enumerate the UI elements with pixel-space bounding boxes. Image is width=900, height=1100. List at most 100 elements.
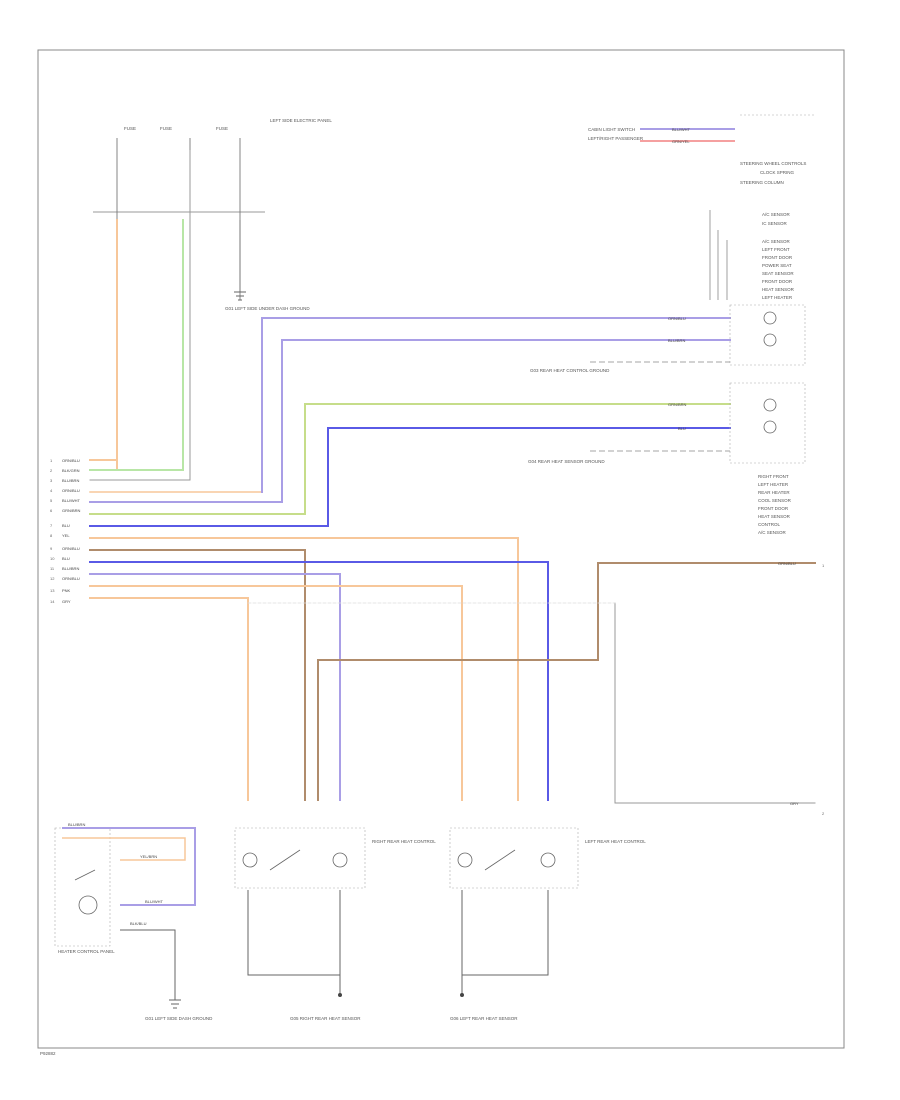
wire-row-13 (89, 597, 249, 801)
left-rear-lamp-2 (540, 852, 556, 868)
right-rear-heat-control: RIGHT REAR HEAT CONTROL G05 RIGHT REAR H… (234, 827, 436, 1021)
sensor-lamp-2 (763, 333, 777, 347)
svg-text:ORN/BLU: ORN/BLU (668, 316, 686, 321)
svg-text:LEFT HEATER: LEFT HEATER (762, 295, 793, 300)
sensor-lamp-1 (763, 311, 777, 325)
ground-bottom-1-label: G01 LEFT SIDE DASH GROUND (145, 1016, 213, 1021)
svg-text:1: 1 (50, 458, 53, 463)
svg-text:BLU/BRN: BLU/BRN (62, 566, 79, 571)
wire-row-5 (89, 339, 731, 503)
svg-text:CONTROL: CONTROL (758, 522, 780, 527)
left-rear-lamp-1 (457, 852, 473, 868)
wire-harness (89, 219, 816, 804)
heater-panel-label: HEATER CONTROL PANEL (58, 949, 115, 954)
wire-gray-output (614, 602, 816, 804)
svg-text:BLU: BLU (62, 556, 70, 561)
svg-text:9: 9 (50, 546, 53, 551)
svg-text:13: 13 (50, 588, 55, 593)
svg-text:YEL: YEL (62, 533, 70, 538)
svg-text:YEL/BRN: YEL/BRN (140, 854, 157, 859)
wire-row-11 (89, 573, 341, 801)
steering-controls-label: STEERING WHEEL CONTROLS (740, 161, 806, 166)
heater-wire-orange (62, 837, 186, 861)
heater-control-panel: BLU/BRN YEL/BRN BLU/WHT BLK/BLU HEATER C… (54, 822, 213, 1021)
fuse-label-2: FUSE (160, 126, 172, 131)
svg-text:14: 14 (50, 599, 55, 604)
right-rear-module-box (234, 827, 366, 889)
wire-row-12 (89, 585, 463, 801)
left-rear-switch (484, 849, 516, 871)
ground-bottom-2-label: G05 RIGHT REAR HEAT SENSOR (290, 1016, 361, 1021)
svg-text:ORN/BLU: ORN/BLU (62, 458, 80, 463)
footer-code: P92882 (40, 1051, 56, 1056)
sensor-lamp-3 (763, 398, 777, 412)
right-output-tag: ORN/BLU (778, 561, 796, 566)
ground-symbol-bottom-1 (169, 999, 181, 1009)
left-rear-module-label: LEFT REAR HEAT CONTROL (585, 839, 646, 844)
left-rear-heat-control: LEFT REAR HEAT CONTROL G06 LEFT REAR HEA… (449, 827, 646, 1021)
sensor-connector-upper (729, 304, 806, 366)
wire-brown-output (317, 562, 816, 801)
right-rear-lamp-1 (242, 852, 258, 868)
right-rear-lamp-2 (332, 852, 348, 868)
svg-text:SEAT SENSOR: SEAT SENSOR (762, 271, 794, 276)
svg-text:BLU/WHT: BLU/WHT (672, 127, 691, 132)
svg-text:POWER SEAT: POWER SEAT (762, 263, 792, 268)
ground-upper-label: G01 LEFT SIDE UNDER DASH GROUND (225, 306, 310, 311)
svg-text:BLU/BRN: BLU/BRN (668, 338, 685, 343)
ground-point-3 (460, 993, 464, 997)
svg-text:BLU/BRN: BLU/BRN (68, 822, 85, 827)
svg-text:8: 8 (50, 533, 53, 538)
rear-sensor-group: A/C SENSOR IC SENSOR A/C SENSOR LEFT FRO… (528, 210, 825, 816)
svg-text:GRN/YEL: GRN/YEL (672, 139, 690, 144)
wire-row-9 (89, 549, 306, 801)
wire-row-8 (89, 537, 519, 801)
right-rear-module-label: RIGHT REAR HEAT CONTROL (372, 839, 436, 844)
svg-text:ORN/BLU: ORN/BLU (62, 546, 80, 551)
svg-text:RIGHT FRONT: RIGHT FRONT (758, 474, 789, 479)
svg-text:FRONT DOOR: FRONT DOOR (758, 506, 789, 511)
wire-row-7 (89, 427, 731, 527)
svg-text:STEERING COLUMN: STEERING COLUMN (740, 180, 784, 185)
upper-left-fuse-group: FUSE FUSE FUSE LEFT SIDE ELECTRIC PANEL … (93, 118, 332, 480)
svg-text:BLU: BLU (678, 426, 686, 431)
ground-symbol-upper (234, 291, 246, 301)
sensor-lamp-4 (763, 420, 777, 434)
svg-text:LEFT HEATER: LEFT HEATER (758, 482, 789, 487)
svg-text:5: 5 (50, 498, 53, 503)
heater-panel-box (54, 827, 111, 947)
heater-wire-violet (62, 827, 196, 906)
svg-text:7: 7 (50, 523, 53, 528)
svg-text:IC SENSOR: IC SENSOR (762, 221, 788, 226)
ground-mid-2-label: G04 REAR HEAT SENSOR GROUND (528, 459, 605, 464)
svg-text:11: 11 (50, 566, 55, 571)
svg-text:A/C SENSOR: A/C SENSOR (762, 212, 791, 217)
heater-panel-switch (74, 869, 96, 881)
svg-text:4: 4 (50, 488, 53, 493)
svg-text:1: 1 (822, 563, 825, 568)
electric-panel-label: LEFT SIDE ELECTRIC PANEL (270, 118, 332, 123)
left-rear-module-box (449, 827, 579, 889)
ground-bottom-3-label: G06 LEFT REAR HEAT SENSOR (450, 1016, 518, 1021)
svg-text:2: 2 (50, 468, 53, 473)
wire-row-10 (89, 561, 549, 801)
fuse-label-1: FUSE (124, 126, 136, 131)
ground-mid-1-label: G03 REAR HEAT CONTROL GROUND (530, 368, 610, 373)
fuse-label-3: FUSE (216, 126, 228, 131)
svg-text:10: 10 (50, 556, 55, 561)
right-rear-switch (269, 849, 301, 871)
svg-text:PNK: PNK (62, 588, 71, 593)
svg-text:CLOCK SPRING: CLOCK SPRING (760, 170, 795, 175)
diagram-frame (37, 49, 845, 1049)
svg-text:3: 3 (50, 478, 53, 483)
svg-text:ORN/BLU: ORN/BLU (62, 488, 80, 493)
svg-text:6: 6 (50, 508, 53, 513)
svg-text:BLK/GRN: BLK/GRN (62, 468, 80, 473)
svg-text:GRN/BRN: GRN/BRN (62, 508, 81, 513)
svg-text:FRONT DOOR: FRONT DOOR (762, 279, 793, 284)
svg-text:BLU/BRN: BLU/BRN (62, 478, 79, 483)
svg-text:FRONT DOOR: FRONT DOOR (762, 255, 793, 260)
ground-point-2 (338, 993, 342, 997)
heater-panel-lamp (78, 895, 98, 915)
svg-text:ORN/BLU: ORN/BLU (62, 576, 80, 581)
